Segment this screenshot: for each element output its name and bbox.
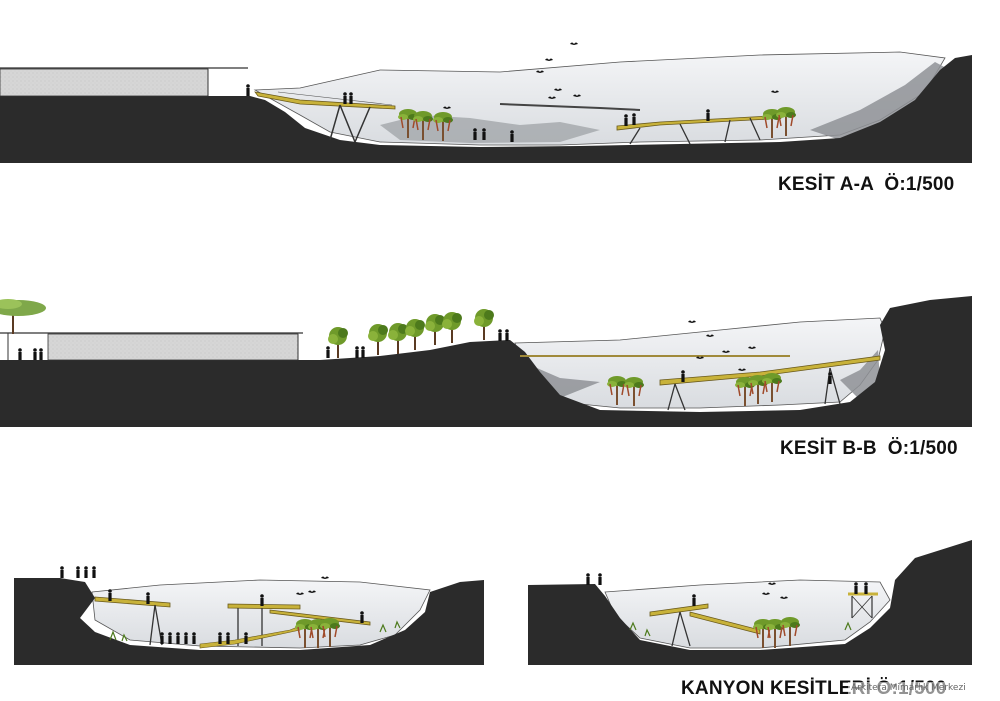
section-b-caption: KESİT B-B Ö:1/500: [780, 438, 958, 459]
section-b: [0, 296, 972, 427]
kanyon-section-right: [528, 540, 972, 665]
section-a-building: [0, 68, 209, 97]
section-b-ground: [0, 296, 972, 427]
section-b-umbrella-tree: [0, 299, 46, 334]
section-a-walkway-left: [254, 91, 396, 110]
kanyon-right-ground: [528, 540, 972, 665]
kanyon-left-ramp: [269, 609, 371, 626]
section-b-walkway: [659, 355, 881, 386]
kanyon-right-walkway: [649, 603, 709, 617]
kanyon-right-ramp: [689, 611, 761, 635]
kanyon-left-ground: [14, 578, 484, 665]
section-a-ground: [0, 55, 972, 163]
section-a-rock-shade: [810, 62, 950, 140]
section-b-building: [47, 333, 299, 361]
kanyon-section-left: [14, 566, 484, 665]
kanyon-left-walkway-1: [94, 596, 171, 608]
kanyon-right-void: [604, 579, 891, 649]
watermark: Arkitera Mimarlık Merkezi: [848, 682, 969, 694]
section-a: [0, 42, 972, 163]
section-a-bridge: [499, 103, 641, 111]
kanyon-left-walkway-2: [227, 603, 301, 610]
section-a-caption: KESİT A-A Ö:1/500: [778, 174, 955, 195]
